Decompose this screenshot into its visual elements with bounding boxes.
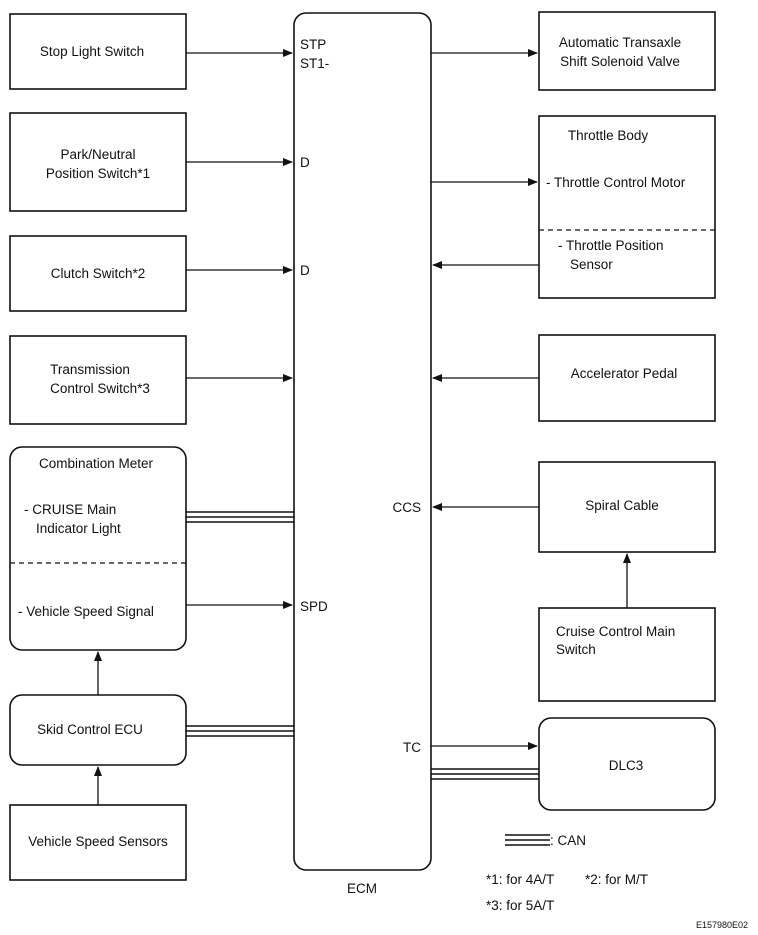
can-line-combination-meter (186, 511, 294, 523)
skid-control-ecu-label: Skid Control ECU (37, 722, 143, 737)
vehicle-speed-signal-label: - Vehicle Speed Signal (18, 604, 154, 619)
pin-ccs: CCS (392, 500, 421, 515)
accelerator-pedal-label: Accelerator Pedal (571, 366, 678, 381)
pin-tc: TC (403, 740, 421, 755)
vehicle-speed-sensors-label: Vehicle Speed Sensors (28, 834, 168, 849)
clutch-switch-box (9, 235, 187, 312)
footnote-3: *3: for 5A/T (486, 898, 554, 913)
transmission-control-label-1: Transmission (50, 362, 130, 377)
can-legend-label: : CAN (550, 833, 586, 848)
stop-light-switch-box (9, 13, 187, 90)
combination-meter-box (9, 446, 187, 651)
park-neutral-label-2: Position Switch*1 (46, 166, 150, 181)
shift-solenoid-valve-box (538, 11, 716, 91)
clutch-switch-label: Clutch Switch*2 (51, 266, 146, 281)
figure-id: E157980E02 (696, 920, 748, 930)
cruise-indicator-label-2: Indicator Light (36, 521, 121, 536)
vehicle-speed-sensors-box (9, 804, 187, 881)
throttle-body-box (538, 115, 716, 299)
pin-stp: STP (300, 37, 326, 52)
pin-d-clutch: D (300, 263, 310, 278)
pin-spd: SPD (300, 599, 328, 614)
shift-solenoid-label-2: Shift Solenoid Valve (560, 54, 680, 69)
pin-st1: ST1- (300, 56, 329, 71)
park-neutral-label-1: Park/Neutral (60, 147, 135, 162)
spiral-cable-label: Spiral Cable (585, 498, 659, 513)
combination-meter-title: Combination Meter (39, 456, 154, 471)
cruise-main-switch-label-2: Switch (556, 642, 596, 657)
can-line-dlc3 (431, 768, 539, 780)
cruise-main-switch-label-1: Cruise Control Main (556, 624, 675, 639)
transmission-control-label-2: Control Switch*3 (50, 381, 150, 396)
throttle-control-motor-label: - Throttle Control Motor (546, 175, 686, 190)
can-legend-symbol (505, 834, 550, 846)
pin-d-park: D (300, 155, 310, 170)
throttle-position-sensor-label-1: - Throttle Position (558, 238, 664, 253)
park-neutral-switch-box (9, 112, 187, 212)
dlc3-label: DLC3 (609, 758, 644, 773)
shift-solenoid-label-1: Automatic Transaxle (559, 35, 681, 50)
can-line-skid-control (186, 725, 294, 737)
stop-light-switch-label: Stop Light Switch (40, 44, 144, 59)
dlc3-box (538, 717, 716, 811)
footnote-2: *2: for M/T (585, 872, 648, 887)
ecm-label: ECM (347, 881, 377, 896)
ecm-box (293, 12, 432, 871)
throttle-position-sensor-label-2: Sensor (570, 257, 613, 272)
footnote-1: *1: for 4A/T (486, 872, 554, 887)
cruise-indicator-label-1: - CRUISE Main (24, 502, 116, 517)
transmission-control-switch-box (9, 335, 187, 425)
throttle-body-title: Throttle Body (568, 128, 649, 143)
